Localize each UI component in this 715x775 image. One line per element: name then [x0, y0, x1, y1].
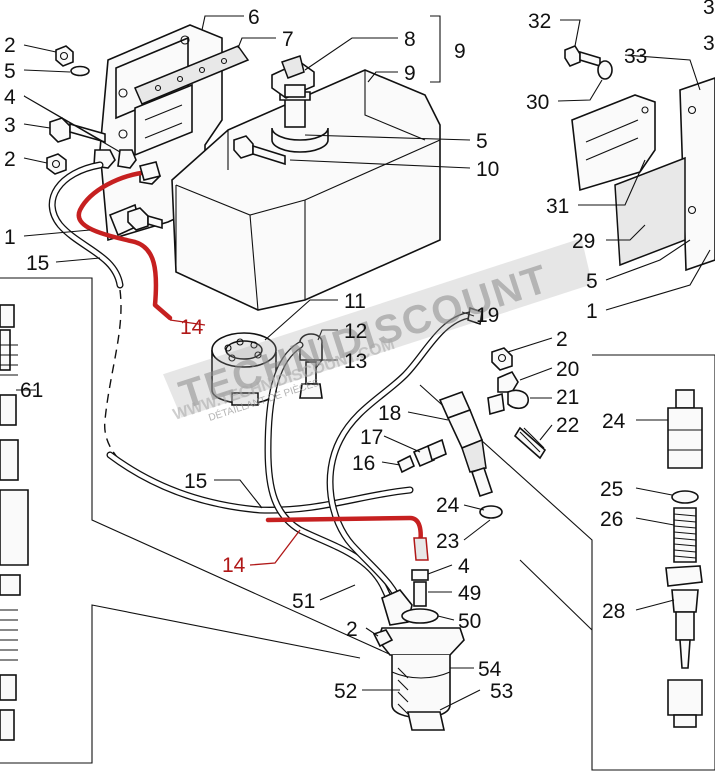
callout-11: 11 [344, 290, 366, 313]
callout-30: 30 [526, 91, 549, 114]
callout-17: 17 [360, 426, 383, 449]
fuel-filter [211, 332, 277, 406]
callout-3-edge: 3 [703, 32, 715, 55]
leader-lines [16, 15, 711, 711]
callout-24: 24 [602, 410, 626, 433]
callout-14: 14 [222, 554, 246, 577]
callout-29: 29 [572, 230, 595, 253]
callout-13: 13 [344, 350, 367, 373]
banjo-fitting [299, 333, 323, 399]
callout-5: 5 [476, 130, 488, 153]
panel-frames [0, 277, 715, 771]
callout-20: 20 [556, 358, 579, 381]
rubber-strip [134, 45, 250, 105]
callout-7: 7 [282, 28, 294, 51]
callout-22: 22 [556, 414, 579, 437]
callout-1: 1 [586, 300, 598, 323]
callout-15: 15 [184, 470, 207, 493]
callout-labels: 6 7 8 9 9 2 5 4 3 2 1 15 5 10 32 30 33 3… [4, 0, 715, 703]
callout-1: 1 [4, 226, 16, 249]
callout-54: 54 [478, 658, 502, 681]
return-hose [48, 161, 414, 514]
callout-49: 49 [458, 582, 481, 605]
filler-cap [271, 55, 315, 99]
callout-25: 25 [600, 478, 623, 501]
callout-9-bracket: 9 [454, 40, 466, 63]
callout-2: 2 [556, 328, 568, 351]
callout-32: 32 [528, 10, 551, 33]
callout-50: 50 [458, 610, 481, 633]
callout-5: 5 [4, 60, 16, 83]
callout-9: 9 [404, 62, 416, 85]
fuel-tank [171, 69, 441, 311]
callout-15: 15 [26, 252, 49, 275]
callout-3: 3 [4, 114, 16, 137]
callout-4: 4 [458, 555, 470, 578]
callout-5: 5 [586, 270, 598, 293]
callout-31: 31 [546, 195, 569, 218]
callout-12: 12 [344, 320, 367, 343]
callout-18: 18 [378, 402, 401, 425]
callout-16: 16 [352, 452, 375, 475]
callout-2: 2 [4, 34, 16, 57]
red-wire-top [76, 161, 173, 321]
callout-3-edge: 3 [703, 0, 715, 19]
callout-28: 28 [602, 600, 625, 623]
callout-61: 61 [20, 379, 43, 402]
callout-19: 19 [476, 304, 499, 327]
injection-pump-left [0, 304, 29, 741]
callout-4: 4 [4, 86, 16, 109]
pump-assembly [372, 569, 465, 731]
callout-6: 6 [248, 6, 260, 29]
callout-10: 10 [476, 158, 499, 181]
callout-2: 2 [346, 618, 358, 641]
callout-26: 26 [600, 508, 623, 531]
callout-14: 14 [180, 316, 204, 339]
feed-hoses [264, 306, 483, 609]
callout-24: 24 [436, 494, 460, 517]
injector-hardware [396, 347, 547, 519]
callout-52: 52 [334, 680, 357, 703]
detail-panel-parts [665, 389, 703, 728]
callout-51: 51 [292, 590, 315, 613]
callout-33: 33 [624, 45, 647, 68]
callout-53: 53 [490, 680, 513, 703]
callout-23: 23 [436, 530, 459, 553]
callout-8: 8 [404, 28, 416, 51]
red-wire-bottom [265, 515, 429, 561]
tank-bolt [233, 135, 286, 166]
callout-21: 21 [556, 386, 579, 409]
callout-2: 2 [4, 148, 16, 171]
